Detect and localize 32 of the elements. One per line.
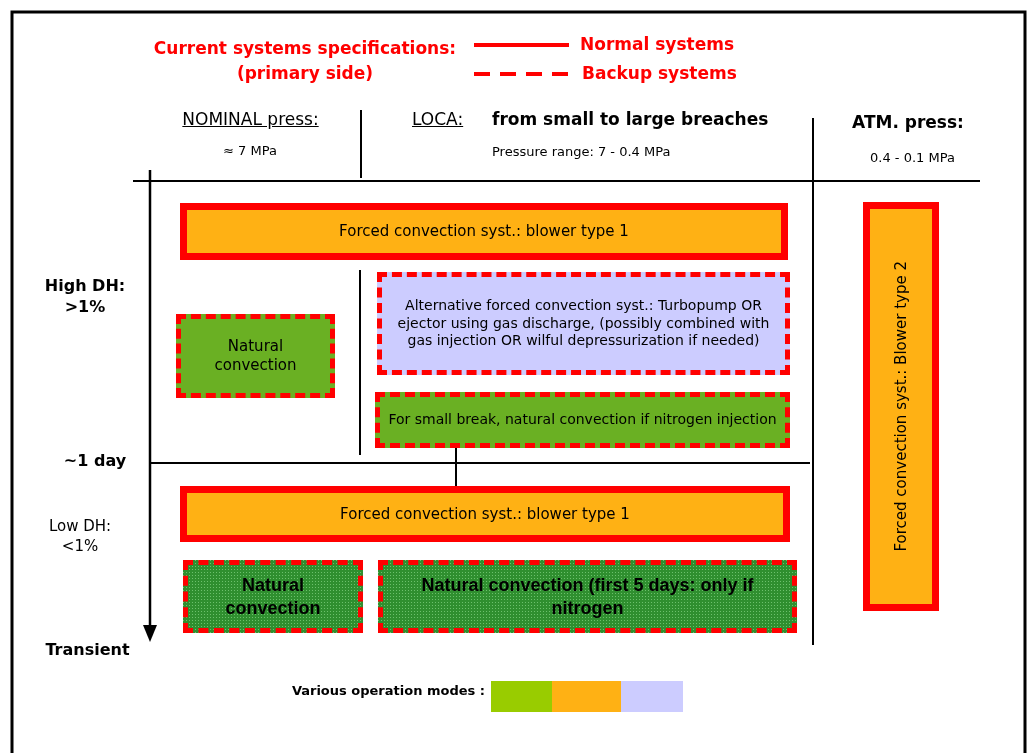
pressure-value: Pressure range: 7 - 0.4 MPa xyxy=(492,144,672,161)
mode-text: Forced convection syst.: blower type 1 xyxy=(340,504,630,524)
legend-text: Backup systems xyxy=(582,63,737,84)
mode-box xyxy=(176,314,335,398)
mode-text: Forced convection syst.: blower type 1 xyxy=(339,222,629,241)
legend-title: Various operation modes : xyxy=(290,683,485,700)
column-heading: ATM. press: xyxy=(851,111,965,134)
mode-box xyxy=(863,202,939,611)
mode-text: Natural convection xyxy=(224,574,322,619)
mode-box xyxy=(375,392,790,448)
row-label: ~1 day xyxy=(62,451,128,472)
mode-box xyxy=(378,560,797,633)
row-label: High DH: >1% xyxy=(43,276,127,318)
column-heading: from small to large breaches xyxy=(492,108,770,131)
pressure-value: 0.4 - 0.1 MPa xyxy=(869,150,956,167)
row-label: Low DH: <1% xyxy=(47,517,113,556)
column-heading: LOCA: xyxy=(412,108,465,131)
column-heading: NOMINAL press: xyxy=(181,108,320,131)
mode-text: Alternative forced convection syst.: Turbopump OR ejector using gas discharge, (possibly combined with gas injection OR wilful depressurization if needed) xyxy=(396,297,771,350)
mode-text: Natural convection (first 5 days: only if nitrogen xyxy=(420,574,755,619)
pressure-value: ≈ 7 MPa xyxy=(222,143,278,160)
mode-box xyxy=(180,203,788,260)
axis-label: Transient xyxy=(44,640,131,661)
mode-text: For small break, natural convection if nitrogen injection xyxy=(388,411,777,429)
mode-box xyxy=(377,272,790,375)
mode-text: Natural convection xyxy=(213,337,298,375)
mode-box xyxy=(183,560,363,633)
mode-box xyxy=(180,486,790,542)
connector-line xyxy=(455,447,457,487)
heading-text: Current systems specifications: (primary side) xyxy=(152,37,458,85)
legend-text: Normal systems xyxy=(580,34,735,55)
mode-text: Forced convection syst.: Blower type 2 xyxy=(891,261,911,552)
